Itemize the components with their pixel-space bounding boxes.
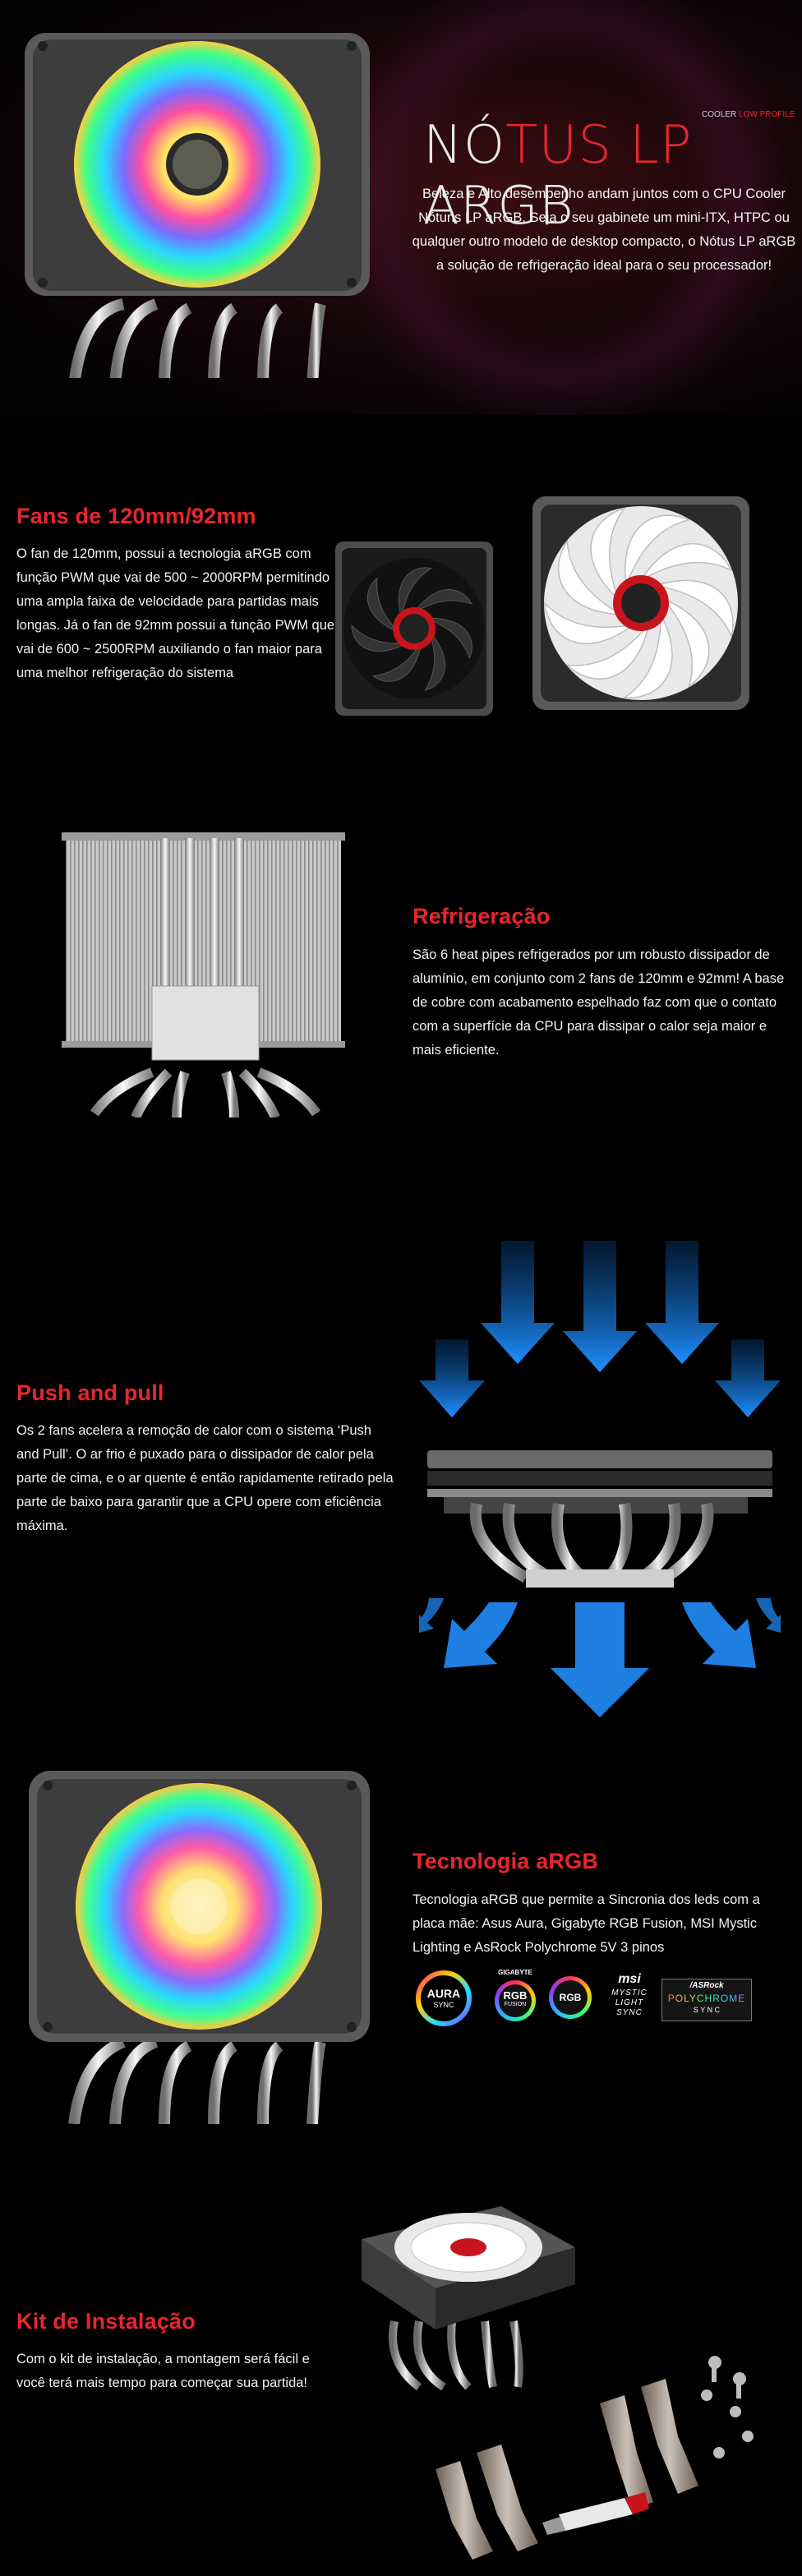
hero-cooler-image <box>25 33 370 378</box>
push-pull-title: Push and pull <box>16 1380 164 1405</box>
installation-kit-image <box>362 2206 754 2560</box>
section-installation-kit: Kit de Instalação Com o kit de instalaçã… <box>0 2165 802 2576</box>
section-cooling: Refrigeração São 6 heat pipes refrigerad… <box>0 776 802 1171</box>
push-pull-description: Os 2 fans acelera a remoção de calor com… <box>16 1423 394 1533</box>
airflow-diagram-image <box>419 1241 781 1717</box>
kit-description: Com o kit de instalação, a montagem será… <box>16 2352 310 2390</box>
fan-92mm-image <box>335 541 493 716</box>
asrock-polychrome-sync-logo: /ASRock POLYCHROME S Y N C <box>661 1979 752 2021</box>
fans-description: O fan de 120mm, possui a tecnologia aRGB… <box>16 546 335 680</box>
section-push-pull: Push and pull Os 2 fans acelera a remoçã… <box>0 1171 802 1738</box>
product-logo: NÓTUS LP ARGB <box>423 115 693 237</box>
rgb-logo: RGB <box>549 1976 593 2021</box>
cooling-description: São 6 heat pipes refrigerados por um rob… <box>413 947 785 1058</box>
kit-title: Kit de Instalação <box>16 2309 196 2334</box>
cooling-title: Refrigeração <box>413 904 551 929</box>
argb-description: Tecnologia aRGB que permite a Sincronia … <box>413 1892 760 1955</box>
heatsink-image <box>62 832 345 1117</box>
product-logo-tagline: COOLER LOW PROFILE <box>702 110 795 119</box>
fans-title: Fans de 120mm/92mm <box>16 504 256 528</box>
asus-aura-sync-logo: AURA SYNC <box>413 1970 478 2027</box>
section-fans: Fans de 120mm/92mm O fan de 120mm, possu… <box>0 415 802 776</box>
msi-mystic-light-sync-logo: msi MYSTIC LIGHT SYNC <box>611 1972 648 2017</box>
hero-background-fan <box>329 0 789 415</box>
argb-cooler-image <box>29 1771 370 2124</box>
fan-120mm-image <box>532 496 749 710</box>
gigabyte-rgb-fusion-logo: GIGABYTE RGB FUSION <box>486 1969 544 2028</box>
hero-description: Beleza e Alto desempenho andam juntos co… <box>412 187 796 273</box>
hero-banner: NÓTUS LP ARGB COOLER LOW PROFILE Beleza … <box>0 0 802 415</box>
section-argb: Tecnologia aRGB Tecnologia aRGB que perm… <box>0 1738 802 2165</box>
argb-title: Tecnologia aRGB <box>413 1849 599 1873</box>
